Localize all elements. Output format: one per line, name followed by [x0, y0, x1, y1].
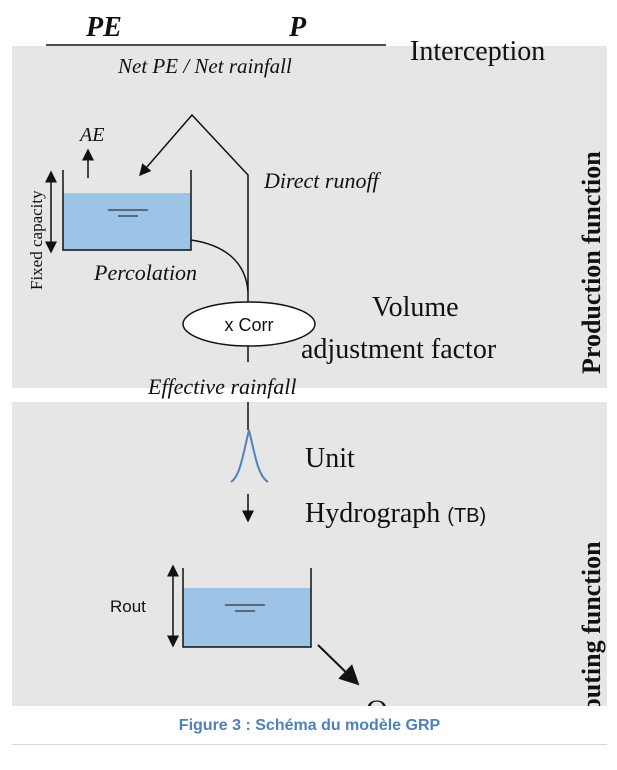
direct-runoff-label: Direct runoff [263, 168, 382, 193]
caption-divider [12, 744, 607, 745]
figure-caption: Figure 3 : Schéma du modèle GRP [12, 706, 607, 746]
routing-store-walls [182, 568, 312, 648]
outflow-arrow [317, 644, 360, 686]
ae-label: AE [78, 124, 104, 146]
rout-label: Rout [110, 597, 146, 616]
percolation-line [190, 239, 249, 293]
routing-function-title: Routing function [577, 541, 606, 730]
routing-store-water [183, 588, 311, 647]
tb-label: (TB) [447, 505, 486, 527]
unit-hydrograph-curve [230, 429, 269, 483]
production-function-title: Production function [577, 151, 606, 374]
production-store-water [63, 193, 191, 250]
net-rainfall-label: Net PE / Net rainfall [117, 54, 292, 78]
rain-split-lines [139, 113, 249, 340]
hydrograph-label: Hydrograph (TB) [305, 498, 486, 529]
interception-label: Interception [410, 36, 545, 67]
volume-label-2: adjustment factor [301, 334, 497, 365]
fixed-capacity-label: Fixed capacity [27, 190, 46, 290]
routing-panel [12, 402, 607, 710]
effective-rainfall-label: Effective rainfall [147, 374, 296, 399]
unit-label: Unit [305, 443, 355, 474]
production-store-walls [62, 170, 192, 251]
pe-label: PE [85, 12, 122, 43]
p-label: P [288, 12, 307, 43]
corr-ellipse [182, 301, 316, 347]
percolation-label: Percolation [93, 260, 197, 285]
corr-label: x Corr [225, 315, 274, 335]
volume-label-1: Volume [372, 292, 459, 323]
